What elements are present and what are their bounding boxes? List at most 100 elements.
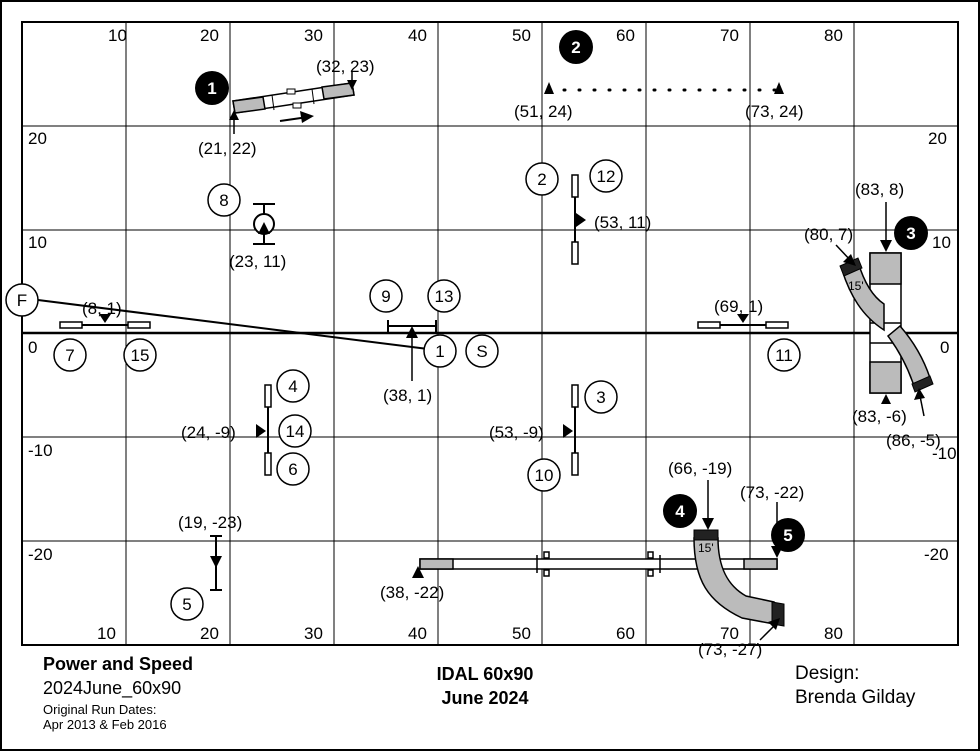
dotted-guide-line [544, 82, 784, 94]
sequence-number-circle: 5 [170, 587, 204, 621]
right-axis-label: -20 [924, 545, 949, 564]
svg-text:1: 1 [207, 79, 216, 98]
jump-obstacle [571, 174, 586, 265]
sequence-number-circle: 4 [276, 369, 310, 403]
coordinate-label: (73, -22) [740, 483, 804, 502]
right-axis-label: -10 [932, 444, 957, 463]
black-number-circle: 3 [894, 216, 928, 250]
coordinate-label: (21, 22) [198, 139, 257, 158]
right-axis-label: 20 [928, 129, 947, 148]
position-marker [406, 326, 418, 381]
svg-text:1: 1 [435, 342, 444, 361]
sequence-number-circle: 15 [123, 338, 157, 372]
sequence-numbers: 8 2 12 F 9 13 7 15 1 S 11 4 14 6 3 10 5 [5, 159, 801, 621]
bottom-axis-label: 60 [616, 624, 635, 643]
sequence-number-circle: 7 [53, 338, 87, 372]
designer-name: Brenda Gilday [795, 687, 916, 708]
sequence-number-circle: 11 [767, 338, 801, 372]
tunnel-length-label: 15' [698, 541, 714, 555]
svg-text:3: 3 [596, 388, 605, 407]
position-marker [880, 202, 892, 252]
left-axis-label: -20 [28, 545, 53, 564]
svg-text:9: 9 [381, 287, 390, 306]
coordinate-label: (83, -6) [852, 407, 907, 426]
coordinate-label: (69, 1) [714, 297, 763, 316]
coordinate-label: (32, 23) [316, 57, 375, 76]
run-dates-label: Original Run Dates: [43, 702, 157, 717]
top-axis-label: 40 [408, 26, 427, 45]
left-axis-label: 0 [28, 338, 37, 357]
grid [21, 21, 959, 646]
course-title: Power and Speed [43, 654, 194, 674]
top-axis-label: 20 [200, 26, 219, 45]
finish-circle: F [5, 283, 39, 317]
jump-obstacle [210, 535, 222, 591]
coordinate-label: (53, -9) [489, 423, 544, 442]
coordinate-label: (38, -22) [380, 583, 444, 602]
coordinate-label: (19, -23) [178, 513, 242, 532]
svg-text:13: 13 [435, 287, 454, 306]
left-axis-label: 20 [28, 129, 47, 148]
left-axis-label: 10 [28, 233, 47, 252]
coordinate-label: (66, -19) [668, 459, 732, 478]
svg-text:4: 4 [288, 377, 297, 396]
event-date: June 2024 [441, 688, 529, 708]
svg-text:F: F [17, 291, 27, 310]
position-marker [835, 244, 856, 266]
sequence-number-circle: 3 [584, 380, 618, 414]
course-subtitle: 2024June_60x90 [43, 678, 182, 698]
svg-text:2: 2 [571, 38, 580, 57]
coordinate-label: (86, -5) [886, 431, 941, 450]
sequence-number-circle: 13 [427, 279, 461, 313]
svg-text:8: 8 [219, 191, 228, 210]
svg-text:6: 6 [288, 460, 297, 479]
svg-text:5: 5 [182, 595, 191, 614]
sequence-number-circle: 14 [278, 414, 312, 448]
left-axis-label: -10 [28, 441, 53, 460]
sequence-number-circle: 8 [207, 183, 241, 217]
coordinate-label: (73, -27) [698, 640, 762, 659]
jump-obstacle [256, 384, 272, 476]
tire-jump-obstacle [253, 203, 275, 245]
bottom-axis-label: 70 [720, 624, 739, 643]
top-axis-label: 60 [616, 26, 635, 45]
svg-text:3: 3 [906, 224, 915, 243]
black-number-circle: 2 [559, 30, 593, 64]
jump-obstacle [563, 384, 579, 476]
top-axis-label: 10 [108, 26, 127, 45]
sequence-number-circle: 9 [369, 279, 403, 313]
svg-text:10: 10 [535, 466, 554, 485]
coordinate-label: (23, 11) [229, 252, 286, 271]
bottom-axis-label: 10 [97, 624, 116, 643]
sequence-number-circle: 12 [589, 159, 623, 193]
finish-line [37, 299, 429, 350]
coordinate-label: (8, 1) [82, 299, 122, 318]
svg-text:2: 2 [537, 170, 546, 189]
position-marker [759, 618, 780, 641]
jump-obstacle [59, 314, 151, 329]
start-circle: S [465, 334, 499, 368]
black-sequence-numbers: 1 2 3 4 5 [195, 30, 928, 552]
svg-text:14: 14 [286, 422, 305, 441]
sequence-number-circle: 1 [423, 334, 457, 368]
coordinate-label: (53, 11) [594, 213, 651, 232]
bottom-axis-label: 30 [304, 624, 323, 643]
dogwalk-obstacle [232, 82, 355, 114]
bottom-axis-label: 40 [408, 624, 427, 643]
position-marker [347, 72, 357, 90]
coordinate-label: (24, -9) [181, 423, 236, 442]
svg-text:7: 7 [65, 346, 74, 365]
tunnel-length-label: 15' [848, 279, 864, 293]
top-axis-label: 80 [824, 26, 843, 45]
top-axis-label: 70 [720, 26, 739, 45]
sequence-number-circle: 2 [525, 162, 559, 196]
black-number-circle: 5 [771, 518, 805, 552]
dogwalk-obstacle [419, 551, 778, 577]
top-axis-label: 50 [512, 26, 531, 45]
position-marker [229, 110, 239, 134]
coordinate-label: (51, 24) [514, 102, 573, 121]
coordinate-label: (83, 8) [855, 180, 904, 199]
svg-text:11: 11 [775, 346, 793, 365]
